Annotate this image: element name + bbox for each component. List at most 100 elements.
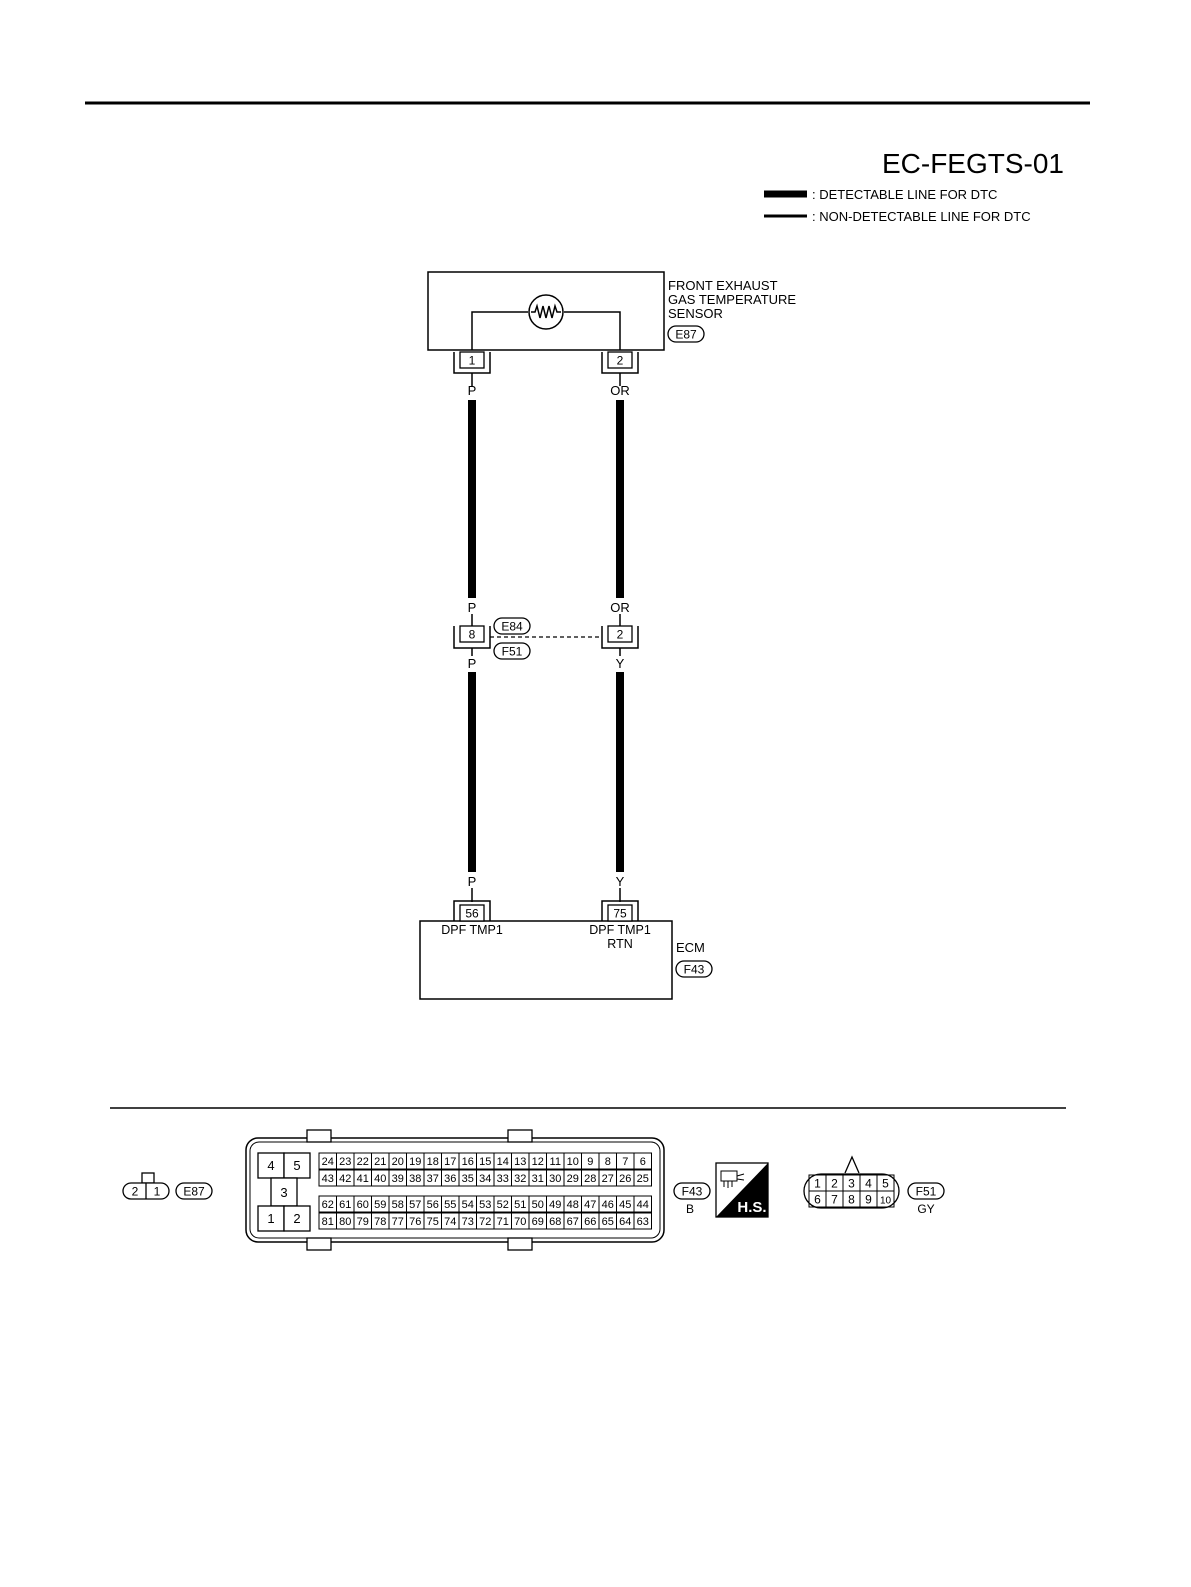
sensor-internal-wiring (471, 311, 528, 350)
f43-pin-number: 19 (409, 1156, 421, 1168)
f43-pin-number: 42 (339, 1173, 351, 1185)
f43-pin-number: 8 (605, 1156, 611, 1168)
f43-pin-number: 68 (549, 1216, 561, 1228)
wire-color-right-mid-lower: Y (616, 656, 625, 671)
joint-connector-tag-upper: E84 (493, 617, 531, 635)
f43-pin-number: 73 (462, 1216, 474, 1228)
joint-connector: 8 2 E84 F51 (453, 614, 639, 660)
f51-pin-number: 4 (865, 1177, 872, 1191)
f43-pin-number: 14 (497, 1156, 509, 1168)
f43-pin-number: 28 (584, 1173, 596, 1185)
f43-pin-number: 76 (409, 1216, 421, 1228)
f51-pin-number: 1 (814, 1177, 821, 1191)
thermistor-icon (528, 294, 564, 330)
connector-view-f43-color: B (686, 1202, 694, 1216)
svg-text:2: 2 (293, 1211, 300, 1226)
f43-pin-number: 23 (339, 1156, 351, 1168)
legend-non-detectable-label: : NON-DETECTABLE LINE FOR DTC (812, 209, 1031, 224)
f51-pin-number: 8 (848, 1193, 855, 1207)
svg-text:1: 1 (267, 1211, 274, 1226)
wire-color-right-mid-upper: OR (610, 600, 630, 615)
f43-pin-number: 47 (584, 1199, 596, 1211)
f43-pin-number: 49 (549, 1199, 561, 1211)
wire-color-left-mid-upper: P (468, 600, 477, 615)
f43-pin-number: 78 (374, 1216, 386, 1228)
f43-pin-number: 77 (392, 1216, 404, 1228)
harness-side-label: H.S. (737, 1199, 766, 1216)
f43-pin-number: 64 (619, 1216, 631, 1228)
f43-pin-number: 50 (532, 1199, 544, 1211)
joint-connector-tag-lower: F51 (493, 642, 531, 660)
svg-text:E87: E87 (675, 328, 697, 342)
f43-pin-number: 71 (497, 1216, 509, 1228)
ecm-pin-75: 75 (601, 900, 639, 922)
f43-pin-number: 11 (550, 1156, 561, 1168)
f43-pin-number: 53 (479, 1199, 491, 1211)
f51-pin-number: 7 (831, 1193, 838, 1207)
f43-pin-number: 20 (392, 1156, 404, 1168)
sensor-internal-wiring-right (564, 311, 621, 350)
f43-pin-number: 57 (409, 1199, 421, 1211)
f43-pin-number: 15 (479, 1156, 491, 1168)
joint-pin-left: 8 (453, 625, 491, 649)
f43-pin-number: 69 (532, 1216, 544, 1228)
svg-text:F43: F43 (684, 963, 705, 977)
f43-pin-number: 43 (322, 1173, 334, 1185)
wire-color-left-bottom: P (468, 874, 477, 889)
f43-pin-number: 63 (637, 1216, 649, 1228)
sensor-box (427, 271, 665, 351)
front-exhaust-gas-temperature-sensor: FRONT EXHAUST GAS TEMPERATURE SENSOR E87… (427, 271, 796, 374)
f51-pin-number: 5 (882, 1177, 889, 1191)
connector-view-f51-label: F51 (916, 1185, 937, 1199)
f43-pin-number: 55 (444, 1199, 456, 1211)
f43-pin-number: 39 (392, 1173, 404, 1185)
f43-pin-number: 48 (567, 1199, 579, 1211)
f43-pin-number: 58 (392, 1199, 404, 1211)
sensor-name-line2: GAS TEMPERATURE (668, 292, 796, 307)
f43-pin-number: 70 (514, 1216, 526, 1228)
connector-view-e87-label: E87 (183, 1185, 205, 1199)
svg-text:1: 1 (469, 354, 476, 368)
sensor-pin-1: 1 (453, 351, 491, 374)
ecm-pin-56: 56 (453, 900, 491, 922)
f43-pin-number: 34 (479, 1173, 491, 1185)
f43-pin-number: 36 (444, 1173, 456, 1185)
f43-pin-number: 81 (322, 1216, 334, 1228)
f43-pin-number: 22 (357, 1156, 369, 1168)
f51-pin-number: 6 (814, 1193, 821, 1207)
f43-pin-number: 12 (532, 1156, 544, 1168)
svg-text:56: 56 (465, 907, 479, 921)
svg-text:2: 2 (617, 628, 624, 642)
f43-pin-number: 72 (479, 1216, 491, 1228)
ecm: 56 75 DPF TMP1 DPF TMP1 RTN ECM F43 (419, 900, 713, 1000)
wire-color-right-top: OR (610, 383, 630, 398)
f43-pin-number: 7 (622, 1156, 628, 1168)
f43-pin-cell (633, 1195, 652, 1213)
f43-pin-number: 38 (409, 1173, 421, 1185)
f43-pin-number: 18 (427, 1156, 439, 1168)
f43-pin-number: 24 (322, 1156, 334, 1168)
wire-color-left-top: P (468, 383, 477, 398)
svg-text:4: 4 (267, 1158, 274, 1173)
sensor-name-line3: SENSOR (668, 306, 723, 321)
f43-pin-number: 30 (549, 1173, 561, 1185)
f43-pin-number: 52 (497, 1199, 509, 1211)
f43-pin-number: 46 (602, 1199, 614, 1211)
connector-view-f43-label: F43 (682, 1185, 703, 1199)
f51-pin-number: 3 (848, 1177, 855, 1191)
wire-color-left-mid-lower: P (468, 656, 477, 671)
f43-pin-number: 6 (640, 1156, 646, 1168)
f43-pin-number: 56 (427, 1199, 439, 1211)
joint-pin-right: 2 (601, 625, 639, 649)
f43-pin-number: 51 (514, 1199, 526, 1211)
f43-pin-number: 17 (444, 1156, 456, 1168)
f43-pin-number: 32 (514, 1173, 526, 1185)
f43-pin-number: 31 (532, 1173, 544, 1185)
f43-pin-cell (633, 1152, 652, 1170)
legend-detectable-label: : DETECTABLE LINE FOR DTC (812, 187, 997, 202)
ecm-terminal-label-right-1: DPF TMP1 (589, 923, 651, 937)
f43-pin-number: 60 (357, 1199, 369, 1211)
f43-pin-number: 10 (567, 1156, 579, 1168)
